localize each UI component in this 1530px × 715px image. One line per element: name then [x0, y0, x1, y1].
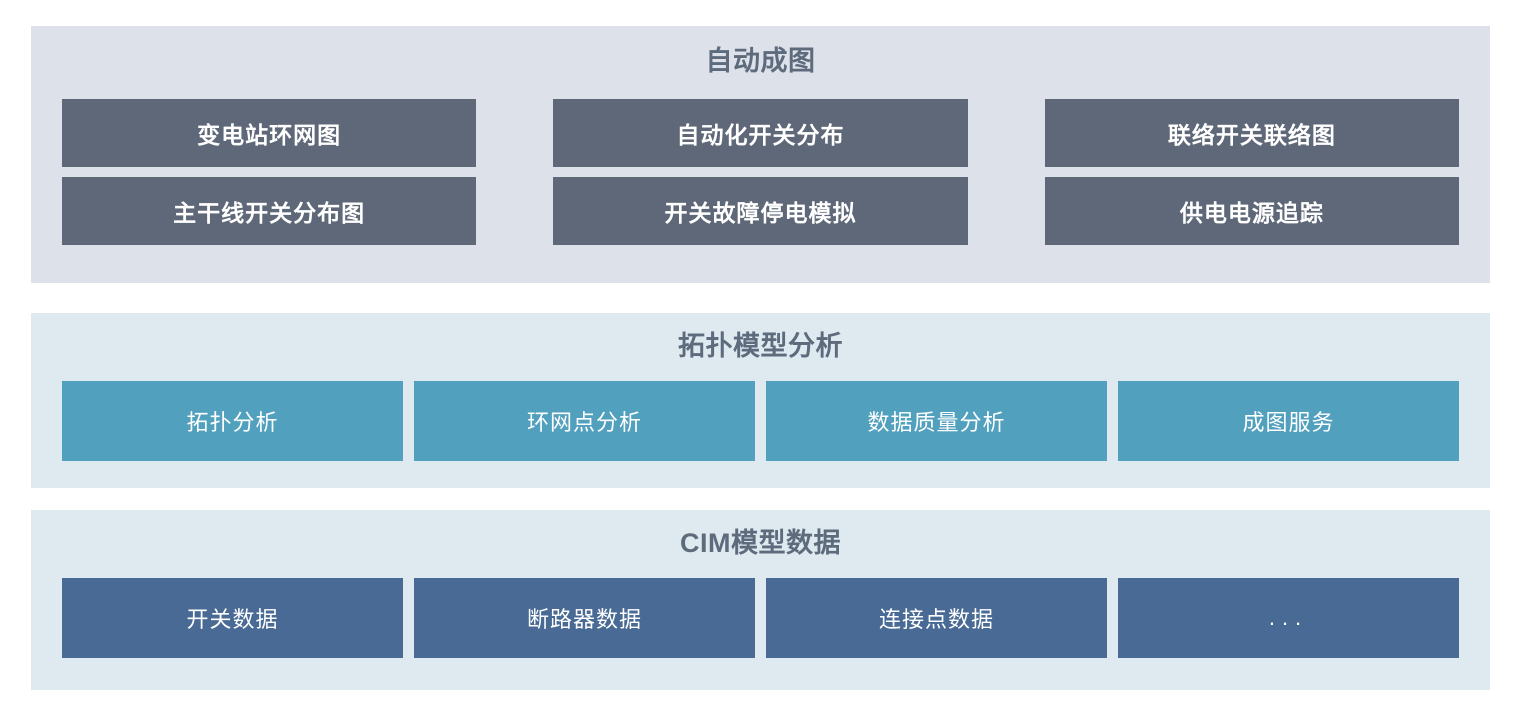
tile-row: 拓扑分析 环网点分析 数据质量分析 成图服务 — [62, 381, 1459, 461]
tile-label: 开关故障停电模拟 — [664, 200, 857, 226]
tile-switch-fault-outage-simulation[interactable]: 开关故障停电模拟 — [553, 177, 968, 245]
tile-switch-data[interactable]: 开关数据 — [62, 578, 403, 658]
tile-data-quality-analysis[interactable]: 数据质量分析 — [766, 381, 1107, 461]
tile-label: 自动化开关分布 — [676, 122, 845, 148]
tile-label: 主干线开关分布图 — [173, 200, 366, 226]
tile-label: 拓扑分析 — [186, 410, 279, 435]
tile-label: 成图服务 — [1242, 410, 1335, 435]
tile-label: 连接点数据 — [878, 607, 994, 632]
tile-mapping-service[interactable]: 成图服务 — [1118, 381, 1459, 461]
tile-label: 变电站环网图 — [197, 122, 342, 148]
tile-power-supply-source-tracing[interactable]: 供电电源追踪 — [1044, 177, 1459, 245]
tile-trunk-line-switch-distribution-diagram[interactable]: 主干线开关分布图 — [62, 177, 477, 245]
tile-circuit-breaker-data[interactable]: 断路器数据 — [414, 578, 755, 658]
tile-substation-ring-network-diagram[interactable]: 变电站环网图 — [62, 99, 477, 167]
panel-title-auto-mapping: 自动成图 — [705, 46, 816, 76]
tile-label: 数据质量分析 — [867, 410, 1006, 435]
tile-more-data[interactable]: ... — [1118, 578, 1459, 658]
tile-automation-switch-distribution[interactable]: 自动化开关分布 — [553, 99, 968, 167]
panel-auto-mapping: 自动成图 变电站环网图 自动化开关分布 联络开关联络图 主干线开关分布图 开关故… — [31, 26, 1490, 283]
panel-title-cim-model-data: CIM模型数据 — [680, 528, 841, 558]
tile-label: 环网点分析 — [526, 410, 642, 435]
tile-ring-network-point-analysis[interactable]: 环网点分析 — [414, 381, 755, 461]
panel-title-topology-model-analysis: 拓扑模型分析 — [678, 331, 843, 361]
tile-row: 开关数据 断路器数据 连接点数据 ... — [62, 578, 1459, 658]
tile-label: 开关数据 — [186, 607, 279, 632]
tile-label: ... — [1268, 605, 1309, 630]
tile-label: 断路器数据 — [526, 607, 642, 632]
panel-topology-model-analysis: 拓扑模型分析 拓扑分析 环网点分析 数据质量分析 成图服务 — [31, 313, 1490, 488]
tile-tie-switch-connection-diagram[interactable]: 联络开关联络图 — [1044, 99, 1459, 167]
tile-row: 主干线开关分布图 开关故障停电模拟 供电电源追踪 — [62, 177, 1459, 245]
architecture-stack: 自动成图 变电站环网图 自动化开关分布 联络开关联络图 主干线开关分布图 开关故… — [31, 26, 1490, 690]
tile-connectivity-node-data[interactable]: 连接点数据 — [766, 578, 1107, 658]
tile-row: 变电站环网图 自动化开关分布 联络开关联络图 — [62, 99, 1459, 167]
tile-label: 联络开关联络图 — [1167, 122, 1336, 148]
tile-topology-analysis[interactable]: 拓扑分析 — [62, 381, 403, 461]
tile-label: 供电电源追踪 — [1179, 200, 1324, 226]
panel-cim-model-data: CIM模型数据 开关数据 断路器数据 连接点数据 ... — [31, 510, 1490, 690]
